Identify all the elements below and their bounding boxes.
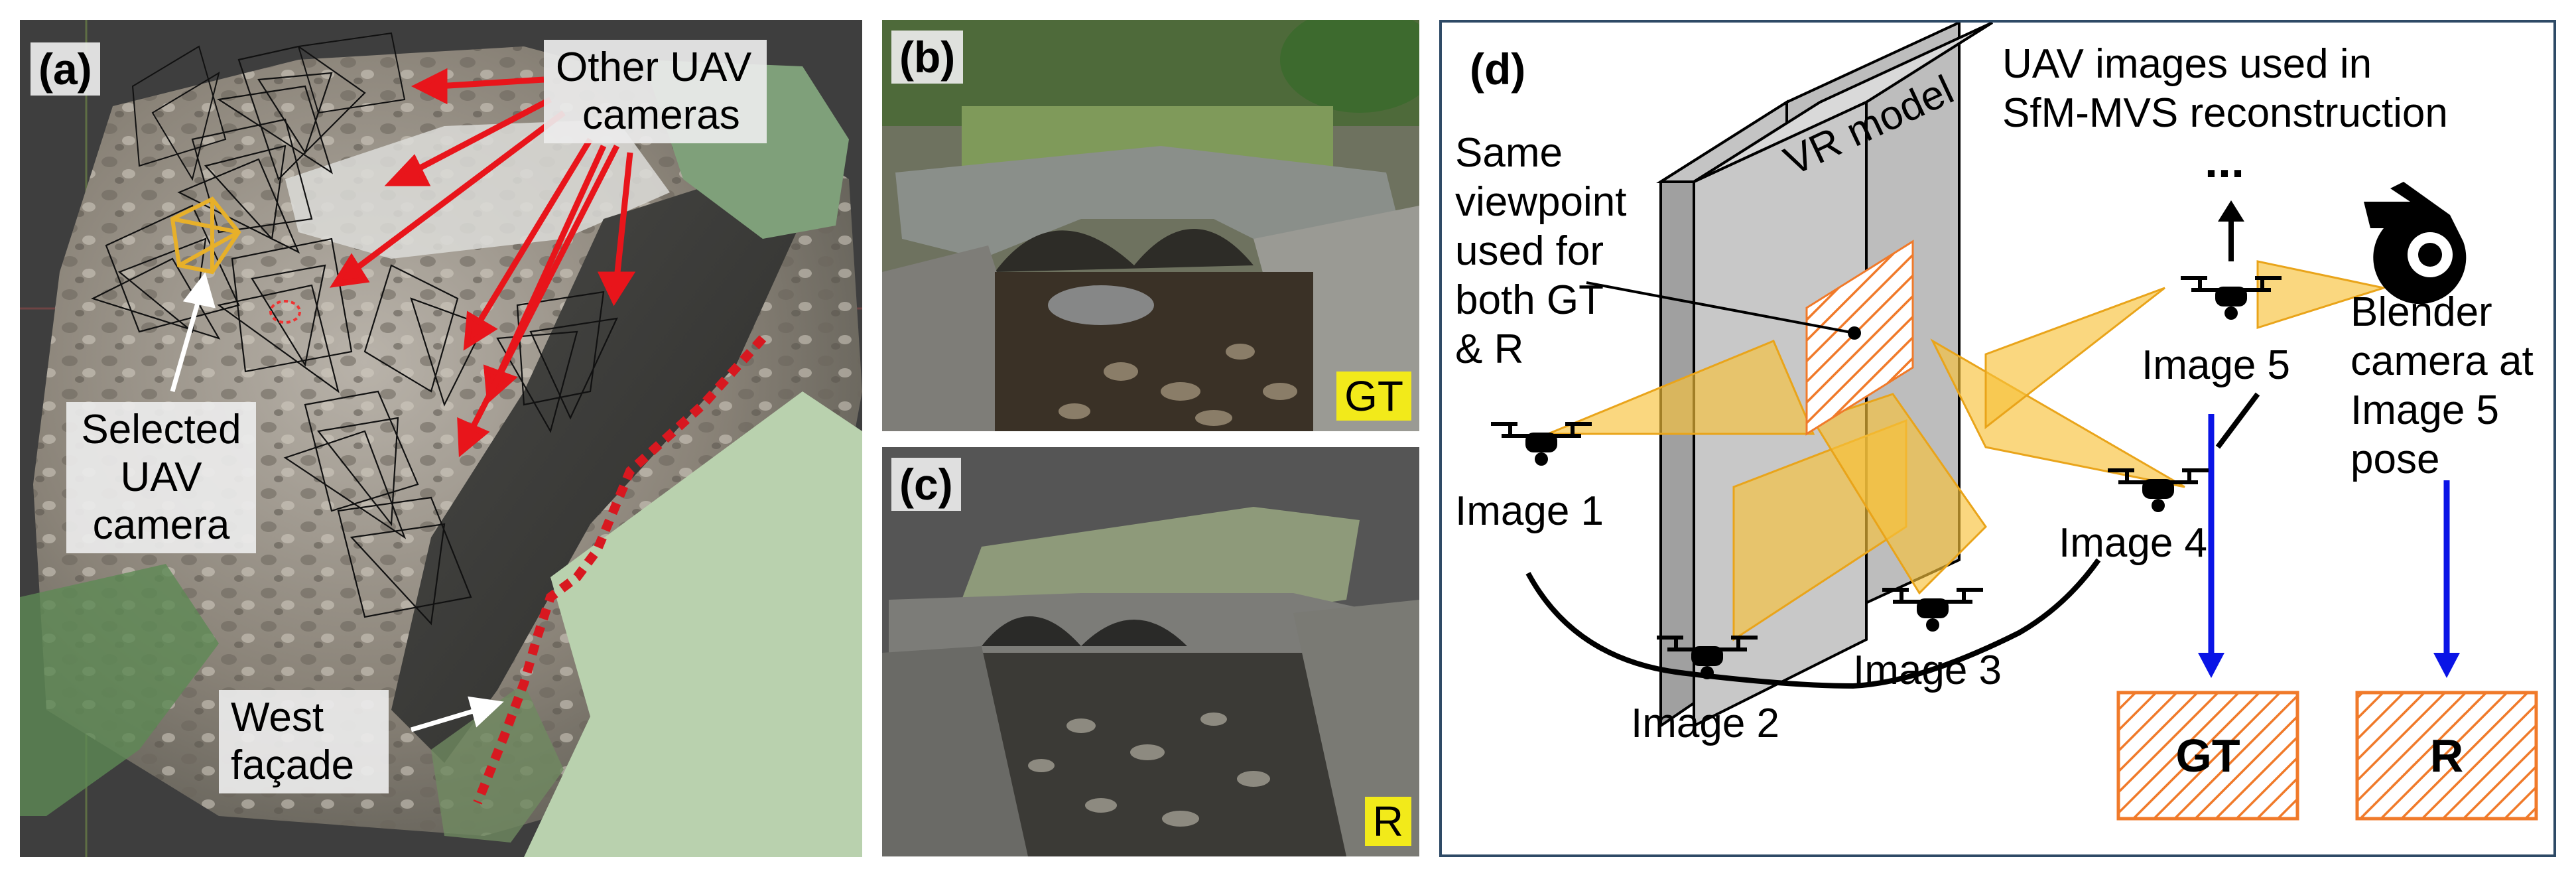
- gt-tag: GT: [1336, 372, 1411, 421]
- same-viewpoint-caption: Same viewpoint used for both GT & R: [1455, 129, 1627, 374]
- selected-camera-line1: Selected: [81, 407, 241, 452]
- blender-line2: camera at: [2351, 338, 2534, 384]
- drone-icon: [1491, 422, 1592, 466]
- drone-icon: [1882, 588, 1983, 632]
- panel-d-label: (d): [1470, 44, 1526, 94]
- image-4-label: Image 4: [2059, 520, 2208, 566]
- panel-b-photo: [882, 20, 1419, 431]
- west-facade-line2: façade: [231, 742, 355, 788]
- gt-box-label: GT: [2175, 730, 2240, 781]
- blender-line1: Blender: [2351, 289, 2492, 335]
- viewpoint-square: [1805, 239, 1914, 436]
- drone-icon: [2108, 468, 2209, 512]
- panel-c-label: (c): [891, 458, 961, 511]
- panel-b-label: (b): [891, 31, 964, 84]
- same-viewpoint-line2: viewpoint: [1455, 179, 1627, 225]
- same-viewpoint-line4: both GT: [1455, 277, 1604, 323]
- blender-logo-icon: [2364, 182, 2467, 305]
- blender-line4: pose: [2351, 437, 2440, 482]
- camera-frustums: [1547, 260, 2388, 642]
- same-viewpoint-line5: & R: [1455, 326, 1524, 372]
- west-facade-line: [473, 335, 767, 805]
- panel-c: (c) R: [882, 447, 1419, 856]
- other-uav-cameras-label: Other UAV cameras: [544, 40, 767, 143]
- panel-d-diagram: [1491, 23, 2538, 821]
- blender-caption: Blender camera at Image 5 pose: [2351, 288, 2543, 484]
- image-2-label: Image 2: [1631, 701, 1780, 746]
- uav-images-line2: SfM-MVS reconstruction: [2002, 90, 2448, 136]
- panel-c-render: [882, 447, 1419, 856]
- uav-images-line1: UAV images used in: [2002, 41, 2372, 87]
- panel-a-label: (a): [31, 42, 100, 96]
- ellipsis: ...: [2205, 135, 2245, 188]
- selected-camera-icon: [170, 196, 241, 275]
- gt-box: [2116, 691, 2299, 821]
- other-uav-cameras-line1: Other UAV: [556, 44, 752, 90]
- image-3-label: Image 3: [1853, 647, 2002, 693]
- other-uav-cameras-line2: cameras: [582, 92, 740, 138]
- same-viewpoint-line3: used for: [1455, 228, 1604, 274]
- drone-icon: [1657, 636, 1758, 679]
- uav-images-caption: UAV images used in SfM-MVS reconstructio…: [2002, 40, 2546, 138]
- panel-d: (d) UAV images used in SfM-MVS reconstru…: [1439, 20, 2556, 857]
- same-viewpoint-line1: Same: [1455, 130, 1563, 176]
- selected-camera-line2: UAV: [120, 454, 202, 500]
- west-facade-line1: West: [231, 695, 324, 740]
- panel-a: (a) Other UAV cameras Selected UAV camer…: [20, 20, 862, 857]
- r-box-label: R: [2429, 730, 2464, 781]
- image-1-label: Image 1: [1455, 488, 1604, 534]
- image-5-label: Image 5: [2142, 342, 2291, 388]
- panel-b: (b) GT: [882, 20, 1419, 431]
- selected-camera-label: Selected UAV camera: [66, 402, 256, 553]
- west-facade-label: West façade: [219, 690, 389, 793]
- panel-a-scene: [20, 20, 862, 857]
- red-arrows: [330, 68, 636, 458]
- blender-line3: Image 5: [2351, 387, 2500, 433]
- drone-icon: [2181, 276, 2282, 320]
- r-box: [2355, 691, 2538, 821]
- r-tag: R: [1364, 797, 1411, 846]
- selected-camera-line3: camera: [92, 502, 230, 548]
